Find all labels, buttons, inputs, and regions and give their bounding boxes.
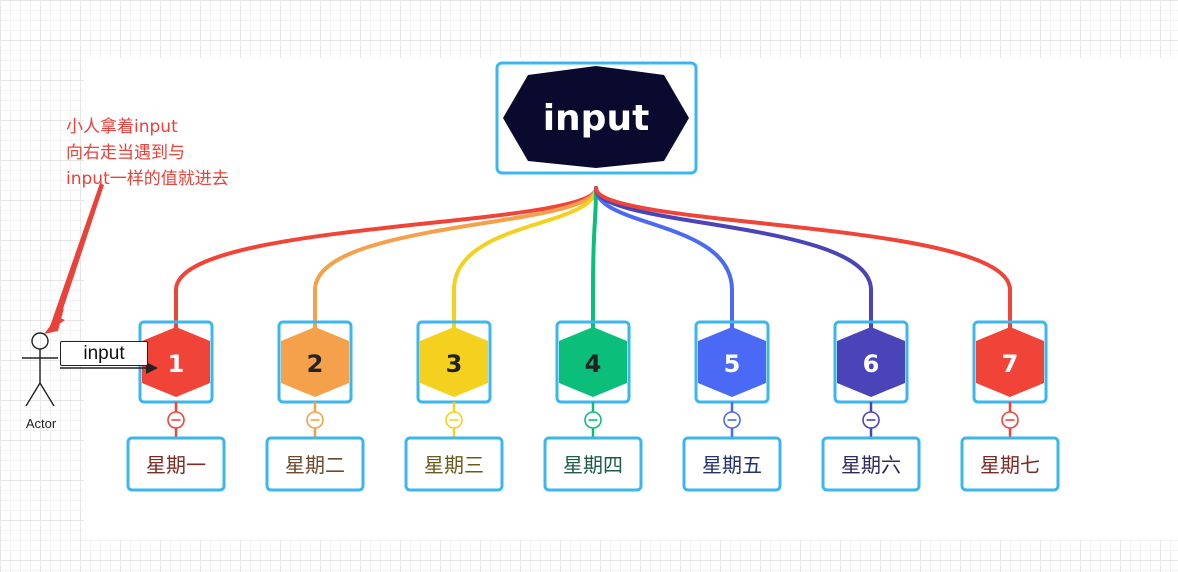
day-label-2: 星期二 [285,453,345,477]
day-box-7[interactable] [960,436,1060,492]
actor-input-tag: input [60,341,148,366]
node-1-label: 1 [168,350,185,378]
connector-7 [594,186,1012,334]
connector-5 [594,186,734,334]
node-5-hexagon[interactable] [698,327,766,397]
node-3-label: 3 [446,350,463,378]
node-2-hexagon[interactable] [281,327,349,397]
annotation-line-2: 向右走当遇到与 [66,143,185,163]
day-label-4: 星期四 [563,453,623,477]
root-node-shape[interactable] [503,66,689,168]
node-7-hexagon[interactable] [976,327,1044,397]
connector-3 [452,186,598,334]
annotation-line-1: 小人拿着input [66,117,178,137]
day-box-4[interactable] [543,436,643,492]
day-label-5: 星期五 [702,453,762,477]
day-label-3: 星期三 [424,453,484,477]
node-2-label: 2 [307,350,324,378]
actor-caption: Actor [25,416,57,431]
connector-1 [174,186,598,334]
day-box-6[interactable] [821,436,921,492]
actor-right-leg [39,382,55,407]
connector-6 [594,186,873,334]
annotation-line-3: input一样的值就进去 [66,169,229,189]
day-box-2[interactable] [265,436,365,492]
day-label-6: 星期六 [841,453,901,477]
node-3-hexagon[interactable] [420,327,488,397]
actor-left-leg [25,382,41,407]
annotation-arrow [44,183,104,334]
node-6-label: 6 [863,350,880,378]
node-4-label: 4 [585,350,602,378]
day-box-1[interactable] [126,436,226,492]
day-label-1: 星期一 [146,453,206,477]
connector-4 [591,186,598,334]
actor-figure [22,332,58,407]
actor-arrow [60,362,158,374]
child-node-group: 1 星期一 2 星期二 3 星期三 4 星期四 5 星期五 6 星期六 7 星期七 [126,320,1060,492]
node-5-label: 5 [724,350,741,378]
node-1-hexagon[interactable] [142,327,210,397]
node-7-label: 7 [1002,350,1019,378]
day-box-3[interactable] [404,436,504,492]
root-node-label: input [543,98,650,139]
actor-head [31,332,49,350]
node-4-hexagon[interactable] [559,327,627,397]
node-6-hexagon[interactable] [837,327,905,397]
connector-group [174,186,1012,334]
annotation-note: 小人拿着input 向右走当遇到与 input一样的值就进去 [66,114,296,192]
root-selection-frame[interactable] [495,61,698,175]
day-box-5[interactable] [682,436,782,492]
connector-2 [313,186,598,334]
day-label-7: 星期七 [980,453,1040,477]
